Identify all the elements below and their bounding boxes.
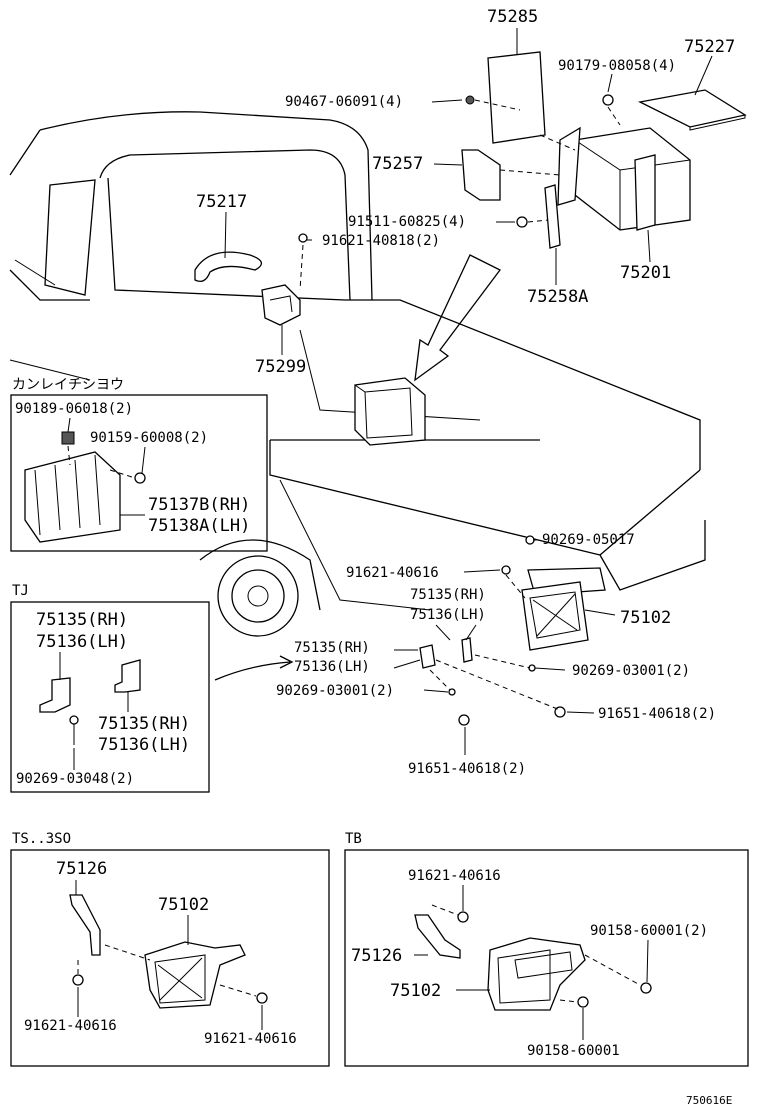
screw-icon <box>69 715 79 725</box>
clamp-75299 <box>261 284 301 326</box>
bolt-icon <box>465 95 475 105</box>
label-91621-40818: 91621-40818(2) <box>322 233 440 249</box>
diagram-code: 750616E <box>686 1094 732 1107</box>
label-tb-75126: 75126 <box>351 946 402 966</box>
label-91651-40618-r: 91651-40618(2) <box>598 706 716 722</box>
label-ts-75102: 75102 <box>158 895 209 915</box>
label-tb-90158-2: 90158-60001(2) <box>590 923 708 939</box>
label-75285: 75285 <box>487 7 538 27</box>
label-75227: 75227 <box>684 37 735 57</box>
label-ts-91621-a: 91621-40616 <box>24 1018 117 1034</box>
label-75201: 75201 <box>620 263 671 283</box>
label-tb-90158: 90158-60001 <box>527 1043 620 1059</box>
label-75135-rh-b: 75135(RH) <box>294 640 370 656</box>
bolt-icon <box>457 911 469 923</box>
bracket-75257 <box>461 149 501 201</box>
label-91651-40618-b: 91651-40618(2) <box>408 761 526 777</box>
bolt-icon <box>554 706 566 718</box>
tb-stay-75126 <box>414 914 461 959</box>
label-75138A: 75138A(LH) <box>148 516 250 536</box>
label-90269-03001-l: 90269-03001(2) <box>276 683 394 699</box>
inset-cold-region: カンレイチシヨウ 90189-06018(2) 90159-60008(2) 7… <box>10 377 268 552</box>
inset-tj: TJ 75135(RH) 75136(LH) 75135(RH) 75136(L… <box>10 583 210 793</box>
inset-ts-header: TS..3SO <box>12 831 71 847</box>
license-bracket-group <box>214 535 606 726</box>
label-90269-05017: 90269-05017 <box>542 532 635 548</box>
ts-plate-75102 <box>144 941 246 1009</box>
inset-cold-header: カンレイチシヨウ <box>12 377 124 393</box>
bolt-icon <box>640 982 652 994</box>
tb-plate-75102 <box>487 937 586 1011</box>
label-75258A: 75258A <box>527 287 588 307</box>
inset-ts: TS..3SO 75126 75102 91621-40616 91621-40… <box>10 831 330 1067</box>
bolt-icon <box>577 996 589 1008</box>
bar-75258A <box>544 184 561 249</box>
truck-body-drawing <box>9 111 706 637</box>
label-tj-90269: 90269-03048(2) <box>16 771 134 787</box>
main-labels: 75285 75227 90179-08058(4) 90467-06091(4… <box>196 7 735 777</box>
label-90467: 90467-06091(4) <box>285 94 403 110</box>
box-75201 <box>574 127 691 231</box>
label-90269-03001-r: 90269-03001(2) <box>572 663 690 679</box>
bolt-icon <box>458 714 470 726</box>
label-75257: 75257 <box>372 154 423 174</box>
label-75135-rh: 75135(RH) <box>410 587 486 603</box>
bolt-icon <box>516 216 528 228</box>
label-tb-91621: 91621-40616 <box>408 868 501 884</box>
label-ts-75126: 75126 <box>56 859 107 879</box>
main-leaders <box>224 28 713 755</box>
bolt-icon <box>525 535 535 545</box>
label-tj-75135-rh-b: 75135(RH) <box>98 714 190 734</box>
bolt-icon <box>134 472 146 484</box>
screw-icon <box>448 688 456 696</box>
cable-clamp-group <box>194 233 308 326</box>
label-91511: 91511-60825(4) <box>348 214 466 230</box>
label-tj-75136-lh-a: 75136(LH) <box>36 632 128 652</box>
label-tb-75102: 75102 <box>390 981 441 1001</box>
bolt-icon <box>602 94 614 106</box>
bolt-icon <box>298 233 308 243</box>
inset-tj-header: TJ <box>12 583 29 599</box>
battery-assembly <box>461 51 747 249</box>
label-75217: 75217 <box>196 192 247 212</box>
label-75102: 75102 <box>620 608 671 628</box>
label-75137B: 75137B(RH) <box>148 495 250 515</box>
bolt-icon <box>72 974 84 986</box>
label-75136-lh-b: 75136(LH) <box>294 659 370 675</box>
label-tj-75136-lh-b: 75136(LH) <box>98 735 190 755</box>
bolt-icon <box>501 565 511 575</box>
bolt-icon <box>256 992 268 1004</box>
cable-75217 <box>194 251 262 283</box>
label-90189: 90189-06018(2) <box>15 401 133 417</box>
inset-tb: TB 91621-40616 90158-60001(2) 75126 7510… <box>344 831 749 1067</box>
inset-tb-header: TB <box>345 831 362 847</box>
ts-stay-75126 <box>69 894 101 956</box>
plate-75285 <box>487 51 546 144</box>
label-75299: 75299 <box>255 357 306 377</box>
tj-bracket-left <box>39 677 71 713</box>
label-ts-91621-b: 91621-40616 <box>204 1031 297 1047</box>
label-90159: 90159-60008(2) <box>90 430 208 446</box>
label-90179: 90179-08058(4) <box>558 58 676 74</box>
label-91621-40616: 91621-40616 <box>346 565 439 581</box>
label-tj-75135-rh-a: 75135(RH) <box>36 610 128 630</box>
nut-icon <box>61 431 75 445</box>
tj-bracket-right <box>114 659 141 693</box>
label-75136-lh: 75136(LH) <box>410 607 486 623</box>
